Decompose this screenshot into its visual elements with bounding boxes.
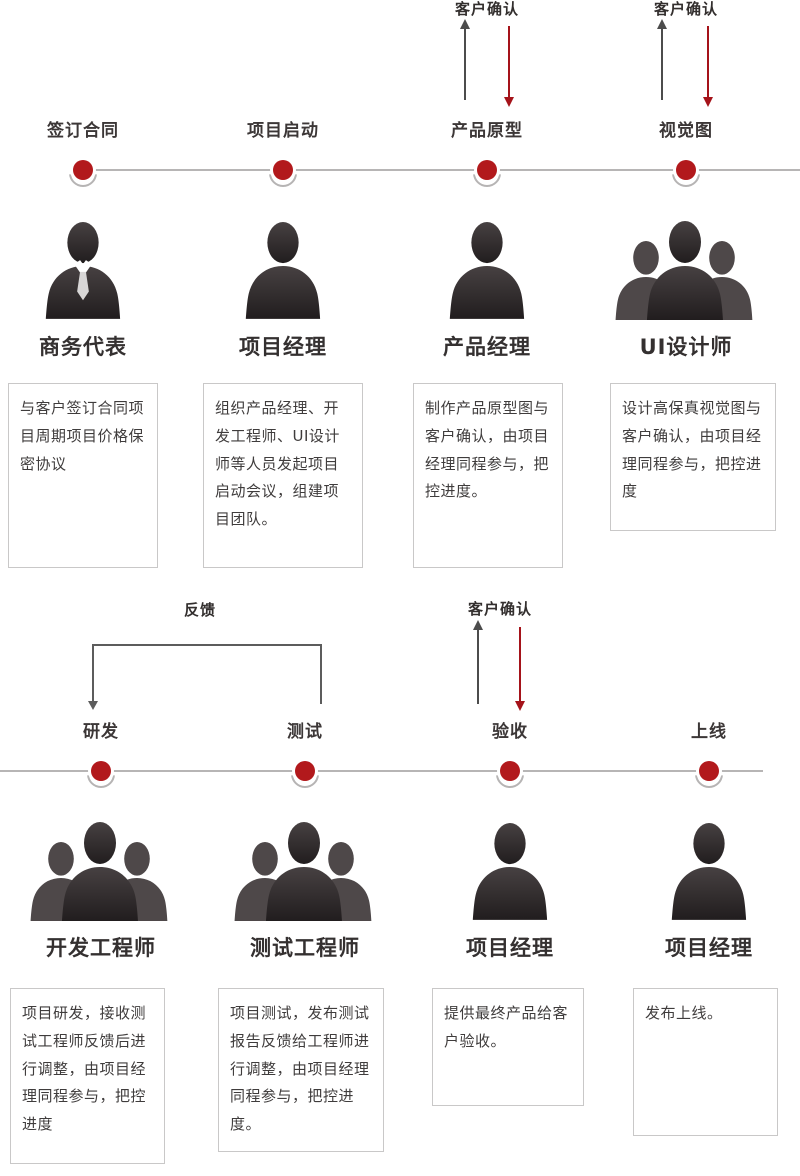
bottom-stage-2-role: 测试工程师 <box>250 936 360 960</box>
top-stage-2-label: 项目启动 <box>247 121 319 141</box>
milestone-pin-icon <box>497 758 523 788</box>
customer-confirm-label: 客户确认 <box>454 0 520 18</box>
bottom-stage-4-description-box: 发布上线。 <box>633 988 778 1136</box>
bottom-stage-2-description-box: 项目测试，发布测试报告反馈给工程师进行调整，由项目经理同程参与，把控进度。 <box>218 988 384 1152</box>
milestone-pin-icon <box>270 157 296 187</box>
down-arrow-icon <box>504 26 514 107</box>
milestone-pin-icon <box>673 157 699 187</box>
person-icon <box>449 222 525 319</box>
top-stage-4-description-box: 设计高保真视觉图与客户确认，由项目经理同程参与，把控进度 <box>610 383 776 531</box>
bottom-stage-2-label: 测试 <box>287 722 323 742</box>
bottom-stage-1-role: 开发工程师 <box>46 936 156 960</box>
up-arrow-icon <box>473 620 483 704</box>
top-stage-3-description-box: 制作产品原型图与客户确认，由项目经理同程参与，把控进度。 <box>413 383 563 568</box>
bottom-stage-4-role: 项目经理 <box>665 936 753 960</box>
feedback-arrowhead-icon <box>88 701 98 710</box>
milestone-pin-icon <box>88 758 114 788</box>
up-arrow-icon <box>460 19 470 100</box>
bottom-stage-1-description-box: 项目研发，接收测试工程师反馈后进行调整，由项目经理同程参与，把控进度 <box>10 988 165 1164</box>
down-arrow-icon <box>703 26 713 107</box>
milestone-pin-icon <box>696 758 722 788</box>
top-stage-4-role: UI设计师 <box>639 335 733 359</box>
top-stage-2-description-box: 组织产品经理、开发工程师、UI设计师等人员发起项目启动会议，组建项目团队。 <box>203 383 363 568</box>
milestone-pin-icon <box>70 157 96 187</box>
up-arrow-icon <box>657 19 667 100</box>
top-stage-2-role: 项目经理 <box>239 335 327 359</box>
bottom-stage-3-role: 项目经理 <box>466 936 554 960</box>
customer-confirm-label: 客户确认 <box>653 0 719 18</box>
bottom-stage-3-label: 验收 <box>492 722 528 742</box>
team-icon <box>615 221 753 320</box>
bottom-stage-1-label: 研发 <box>83 722 119 742</box>
customer-confirm-label: 客户确认 <box>467 600 533 618</box>
bottom-stage-3-description-box: 提供最终产品给客户验收。 <box>432 988 584 1106</box>
person-icon <box>472 823 548 920</box>
milestone-pin-icon <box>292 758 318 788</box>
person-icon <box>245 222 321 319</box>
down-arrow-icon <box>515 627 525 711</box>
bottom-stage-4-label: 上线 <box>691 722 727 742</box>
top-stage-1-description-box: 与客户签订合同项目周期项目价格保密协议 <box>8 383 158 568</box>
person-icon <box>671 823 747 920</box>
team-icon <box>234 822 372 921</box>
milestone-pin-icon <box>474 157 500 187</box>
feedback-bracket <box>92 644 322 704</box>
feedback-label: 反馈 <box>183 601 217 619</box>
top-timeline <box>83 169 800 171</box>
top-stage-1-label: 签订合同 <box>47 121 119 141</box>
bottom-timeline <box>0 770 763 772</box>
top-stage-3-role: 产品经理 <box>443 335 531 359</box>
top-stage-1-role: 商务代表 <box>39 335 127 359</box>
top-stage-4-label: 视觉图 <box>659 121 713 141</box>
businessman-icon <box>45 222 121 319</box>
top-stage-3-label: 产品原型 <box>451 121 523 141</box>
team-icon <box>30 822 168 921</box>
